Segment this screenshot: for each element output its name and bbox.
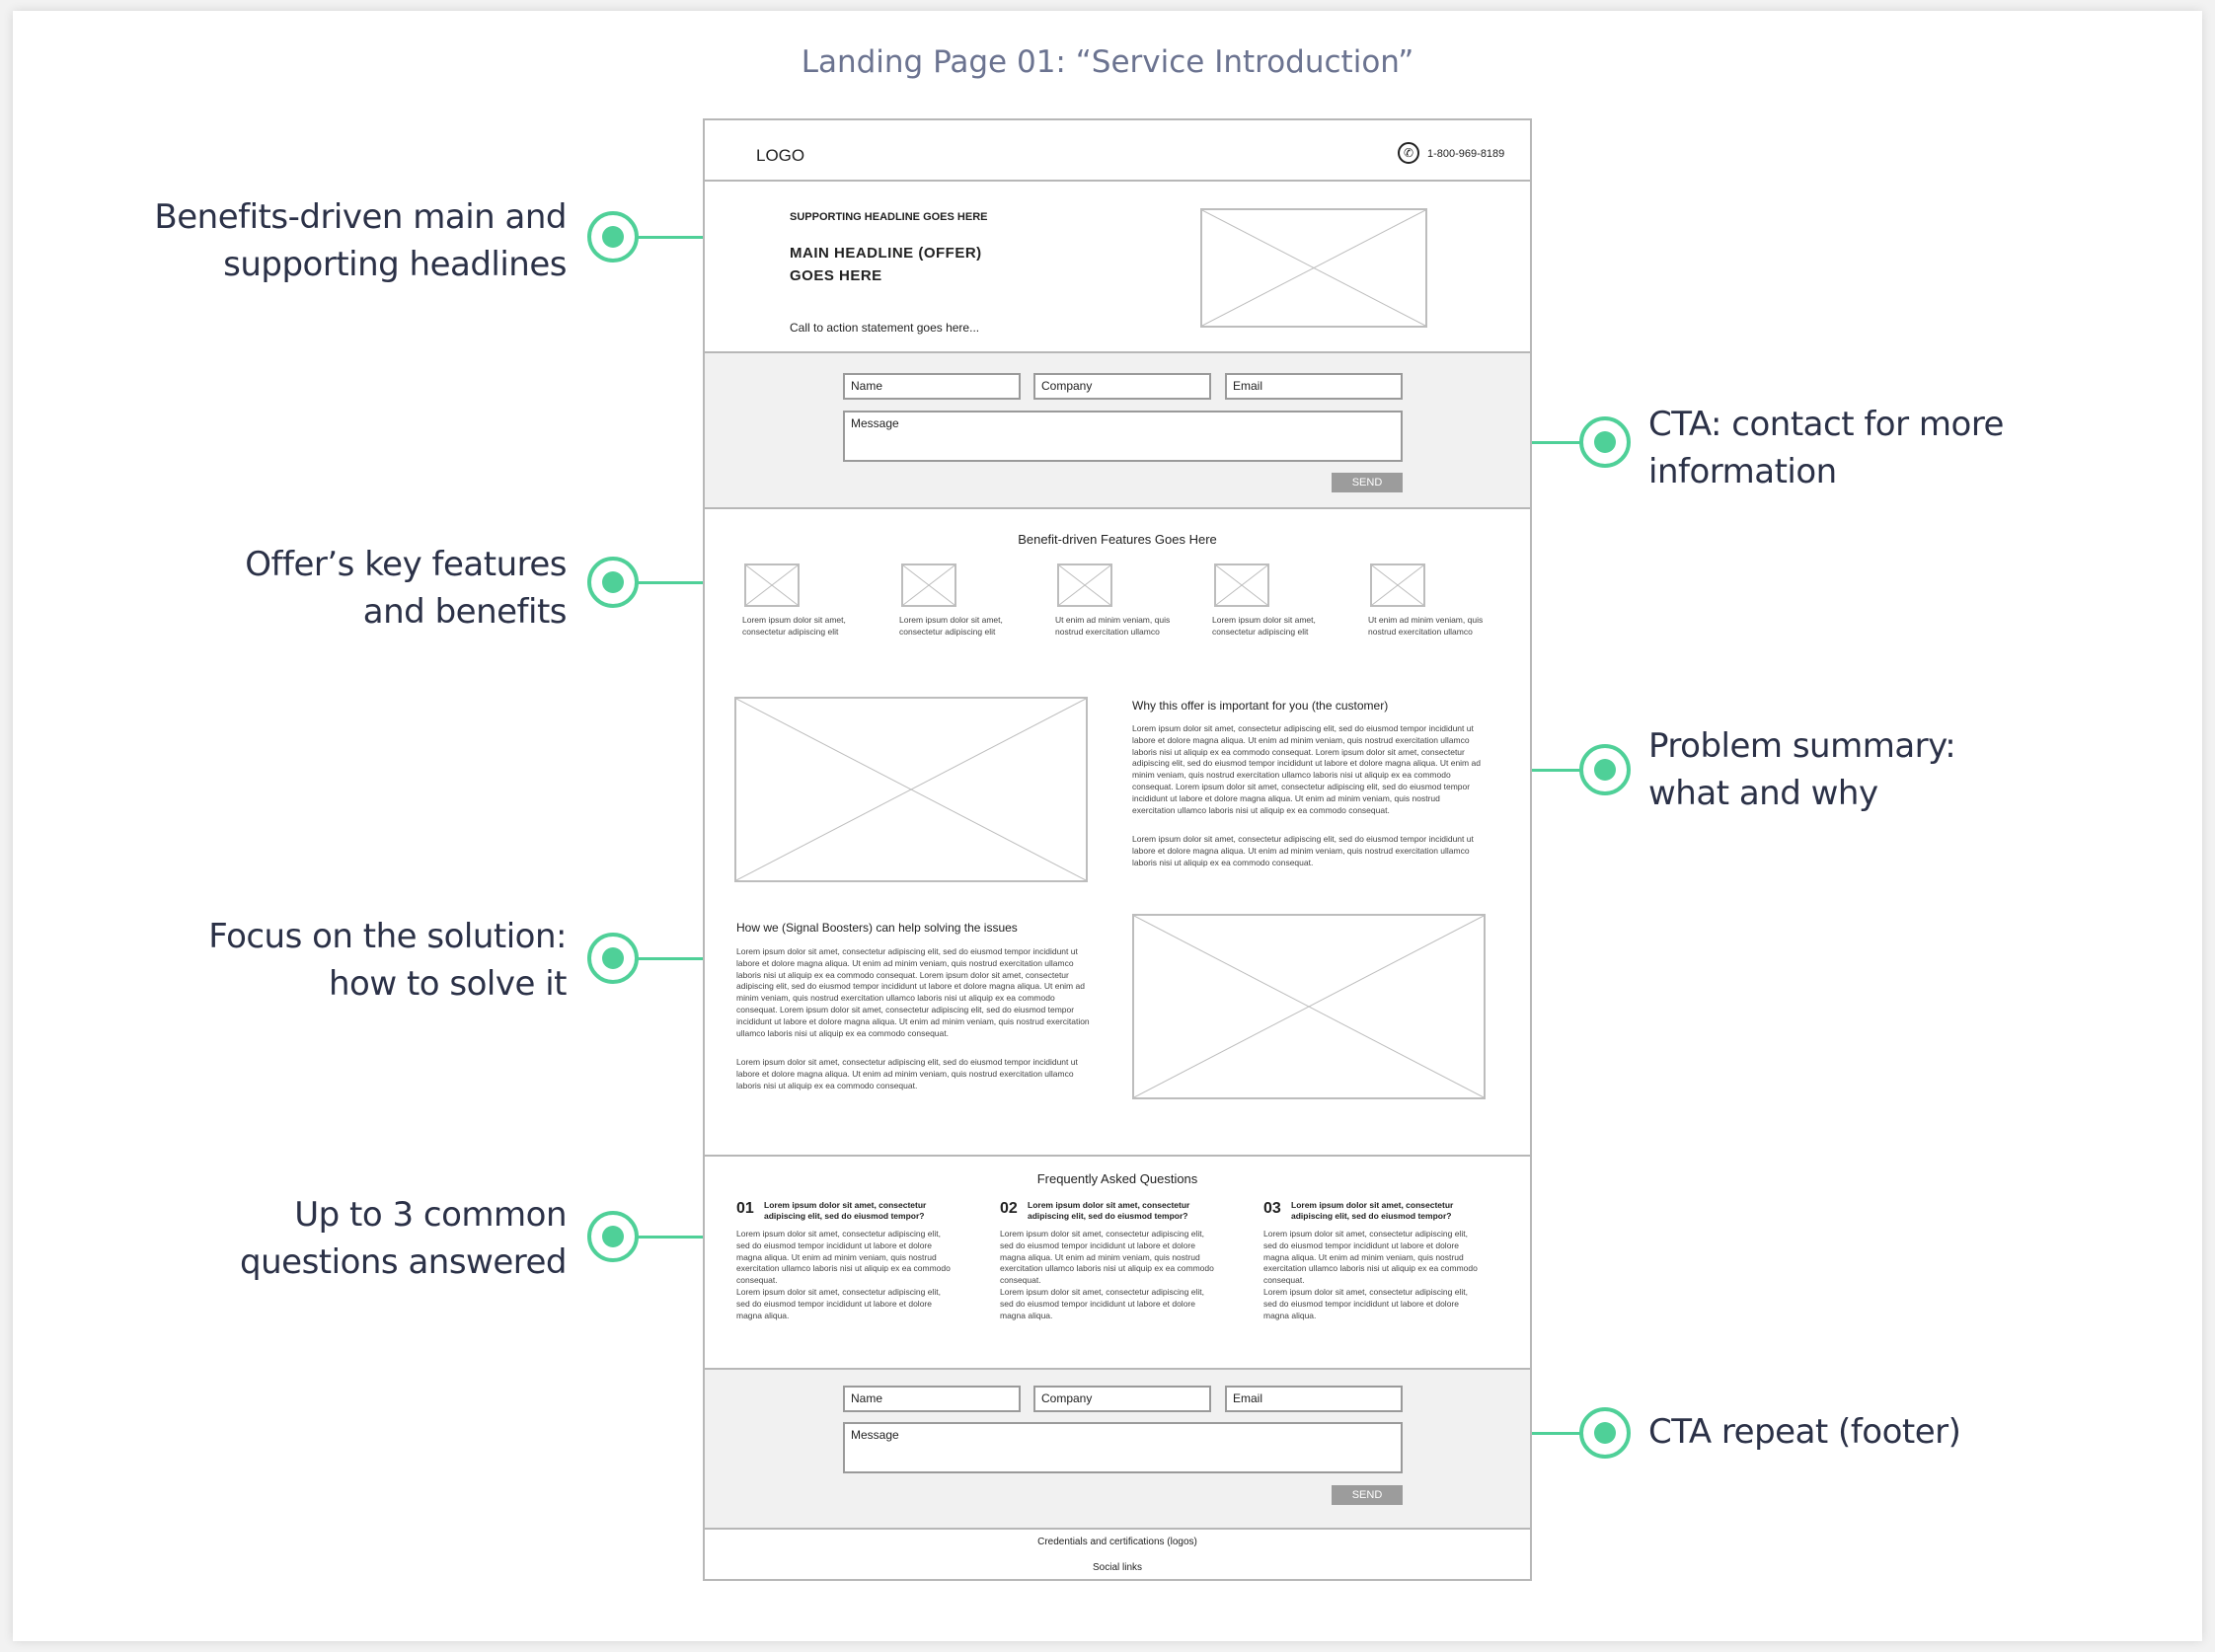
solution-heading: How we (Signal Boosters) can help solvin…: [736, 921, 1018, 935]
faq-number: 03: [1263, 1200, 1281, 1217]
faq-answer: Lorem ipsum dolor sit amet, consectetur …: [1000, 1287, 1204, 1320]
company-field[interactable]: Company: [1033, 373, 1211, 400]
annotation-line: questions answered: [240, 1242, 567, 1282]
supporting-headline: SUPPORTING HEADLINE GOES HERE: [790, 211, 988, 223]
annotation-line: what and why: [1648, 774, 1878, 813]
social-links[interactable]: Social links: [1092, 1562, 1143, 1573]
feature-caption: Ut enim ad minim veniam, quis: [1055, 615, 1171, 625]
annotation-features: Offer’s key features and benefits: [245, 541, 567, 636]
page-title: Landing Page 01: “Service Introduction”: [801, 44, 1414, 80]
wireframe-contact-form-footer: Name Company Email Message SEND: [705, 1368, 1530, 1530]
faq-question: Lorem ipsum dolor sit amet, consectetur …: [1028, 1200, 1190, 1221]
wireframe-hero: SUPPORTING HEADLINE GOES HERE MAIN HEADL…: [705, 180, 1530, 353]
annotation-faq: Up to 3 common questions answered: [240, 1191, 567, 1286]
feature-image-placeholder: [744, 563, 800, 607]
email-field[interactable]: Email: [1225, 373, 1403, 400]
cta-statement: Call to action statement goes here...: [790, 321, 980, 335]
problem-image-placeholder: [734, 697, 1088, 882]
email-field[interactable]: Email: [1225, 1386, 1403, 1412]
faq-answer: Lorem ipsum dolor sit amet, consectetur …: [1000, 1229, 1214, 1286]
wireframe-page: LOGO ✆ 1-800-969-8189 SUPPORTING HEADLIN…: [703, 118, 1532, 1581]
solution-paragraph: Lorem ipsum dolor sit amet, consectetur …: [736, 1057, 1078, 1090]
main-headline-line: GOES HERE: [790, 267, 882, 284]
problem-heading: Why this offer is important for you (the…: [1132, 699, 1389, 713]
annotation-line: and benefits: [362, 592, 568, 632]
features-heading: Benefit-driven Features Goes Here: [1018, 532, 1217, 547]
annotation-solution: Focus on the solution: how to solve it: [208, 913, 567, 1008]
name-field[interactable]: Name: [843, 1386, 1021, 1412]
faq-number: 02: [1000, 1200, 1018, 1217]
feature-caption: nostrud exercitation ullamco: [1055, 627, 1160, 637]
send-button[interactable]: SEND: [1332, 1485, 1403, 1505]
solution-paragraph: Lorem ipsum dolor sit amet, consectetur …: [736, 946, 1090, 1038]
faq-number: 01: [736, 1200, 754, 1217]
annotation-marker: [587, 1211, 639, 1262]
annotation-cta: CTA: contact for more information: [1648, 401, 2004, 495]
name-field[interactable]: Name: [843, 373, 1021, 400]
annotation-marker: [587, 933, 639, 984]
faq-answer: Lorem ipsum dolor sit amet, consectetur …: [1263, 1287, 1468, 1320]
message-field[interactable]: Message: [843, 1422, 1403, 1473]
feature-image-placeholder: [1370, 563, 1425, 607]
feature-caption: consectetur adipiscing elit: [899, 627, 996, 637]
annotation-line: Focus on the solution:: [208, 917, 567, 956]
annotation-line: how to solve it: [329, 964, 567, 1004]
feature-caption: Lorem ipsum dolor sit amet,: [899, 615, 1003, 625]
feature-caption: Ut enim ad minim veniam, quis: [1368, 615, 1484, 625]
message-field[interactable]: Message: [843, 411, 1403, 462]
connector-line: [638, 957, 726, 960]
feature-caption: Lorem ipsum dolor sit amet,: [1212, 615, 1316, 625]
annotation-marker: [587, 557, 639, 608]
wireframe-features: Benefit-driven Features Goes Here Lorem …: [705, 507, 1530, 1277]
faq-answer: Lorem ipsum dolor sit amet, consectetur …: [736, 1229, 951, 1286]
problem-paragraph: Lorem ipsum dolor sit amet, consectetur …: [1132, 834, 1474, 867]
annotation-line: supporting headlines: [223, 245, 567, 284]
feature-caption: consectetur adipiscing elit: [1212, 627, 1309, 637]
annotation-problem: Problem summary: what and why: [1648, 722, 1956, 817]
feature-image-placeholder: [1057, 563, 1112, 607]
connector-line: [1492, 769, 1607, 772]
feature-caption: nostrud exercitation ullamco: [1368, 627, 1473, 637]
annotation-line: Benefits-driven main and: [154, 197, 567, 237]
annotation-line: information: [1648, 452, 1837, 491]
annotation-headlines: Benefits-driven main and supporting head…: [154, 193, 567, 288]
phone-number: 1-800-969-8189: [1427, 148, 1505, 160]
annotation-line: Problem summary:: [1648, 726, 1956, 766]
annotation-line: Up to 3 common: [294, 1195, 567, 1235]
logo: LOGO: [756, 146, 805, 165]
annotation-line: CTA repeat (footer): [1648, 1412, 1961, 1452]
faq-answer: Lorem ipsum dolor sit amet, consectetur …: [736, 1287, 941, 1320]
faq-answer: Lorem ipsum dolor sit amet, consectetur …: [1263, 1229, 1478, 1286]
annotation-line: CTA: contact for more: [1648, 405, 2004, 444]
annotation-marker: [587, 211, 639, 263]
main-headline-line: MAIN HEADLINE (OFFER): [790, 245, 982, 262]
annotation-marker: [1579, 1407, 1631, 1459]
phone-icon: ✆: [1398, 142, 1419, 164]
problem-paragraph: Lorem ipsum dolor sit amet, consectetur …: [1132, 723, 1481, 815]
company-field[interactable]: Company: [1033, 1386, 1211, 1412]
feature-caption: Lorem ipsum dolor sit amet,: [742, 615, 846, 625]
feature-image-placeholder: [1214, 563, 1269, 607]
faq-question: Lorem ipsum dolor sit amet, consectetur …: [1291, 1200, 1454, 1221]
annotation-cta-repeat: CTA repeat (footer): [1648, 1408, 1961, 1456]
annotation-line: Offer’s key features: [245, 545, 567, 584]
feature-image-placeholder: [901, 563, 956, 607]
faq-heading: Frequently Asked Questions: [1036, 1171, 1198, 1186]
solution-image-placeholder: [1132, 914, 1486, 1099]
feature-caption: consectetur adipiscing elit: [742, 627, 839, 637]
wireframe-footer: Credentials and certifications (logos) S…: [705, 1528, 1530, 1581]
wireframe-contact-form: Name Company Email Message SEND: [705, 351, 1530, 509]
send-button[interactable]: SEND: [1332, 473, 1403, 492]
annotation-marker: [1579, 744, 1631, 795]
connector-line: [638, 1236, 726, 1239]
annotation-marker: [1579, 416, 1631, 468]
wireframe-header: LOGO ✆ 1-800-969-8189: [705, 120, 1530, 182]
faq-question: Lorem ipsum dolor sit amet, consectetur …: [764, 1200, 927, 1221]
credentials-text: Credentials and certifications (logos): [1037, 1537, 1197, 1547]
hero-image-placeholder: [1200, 208, 1427, 328]
